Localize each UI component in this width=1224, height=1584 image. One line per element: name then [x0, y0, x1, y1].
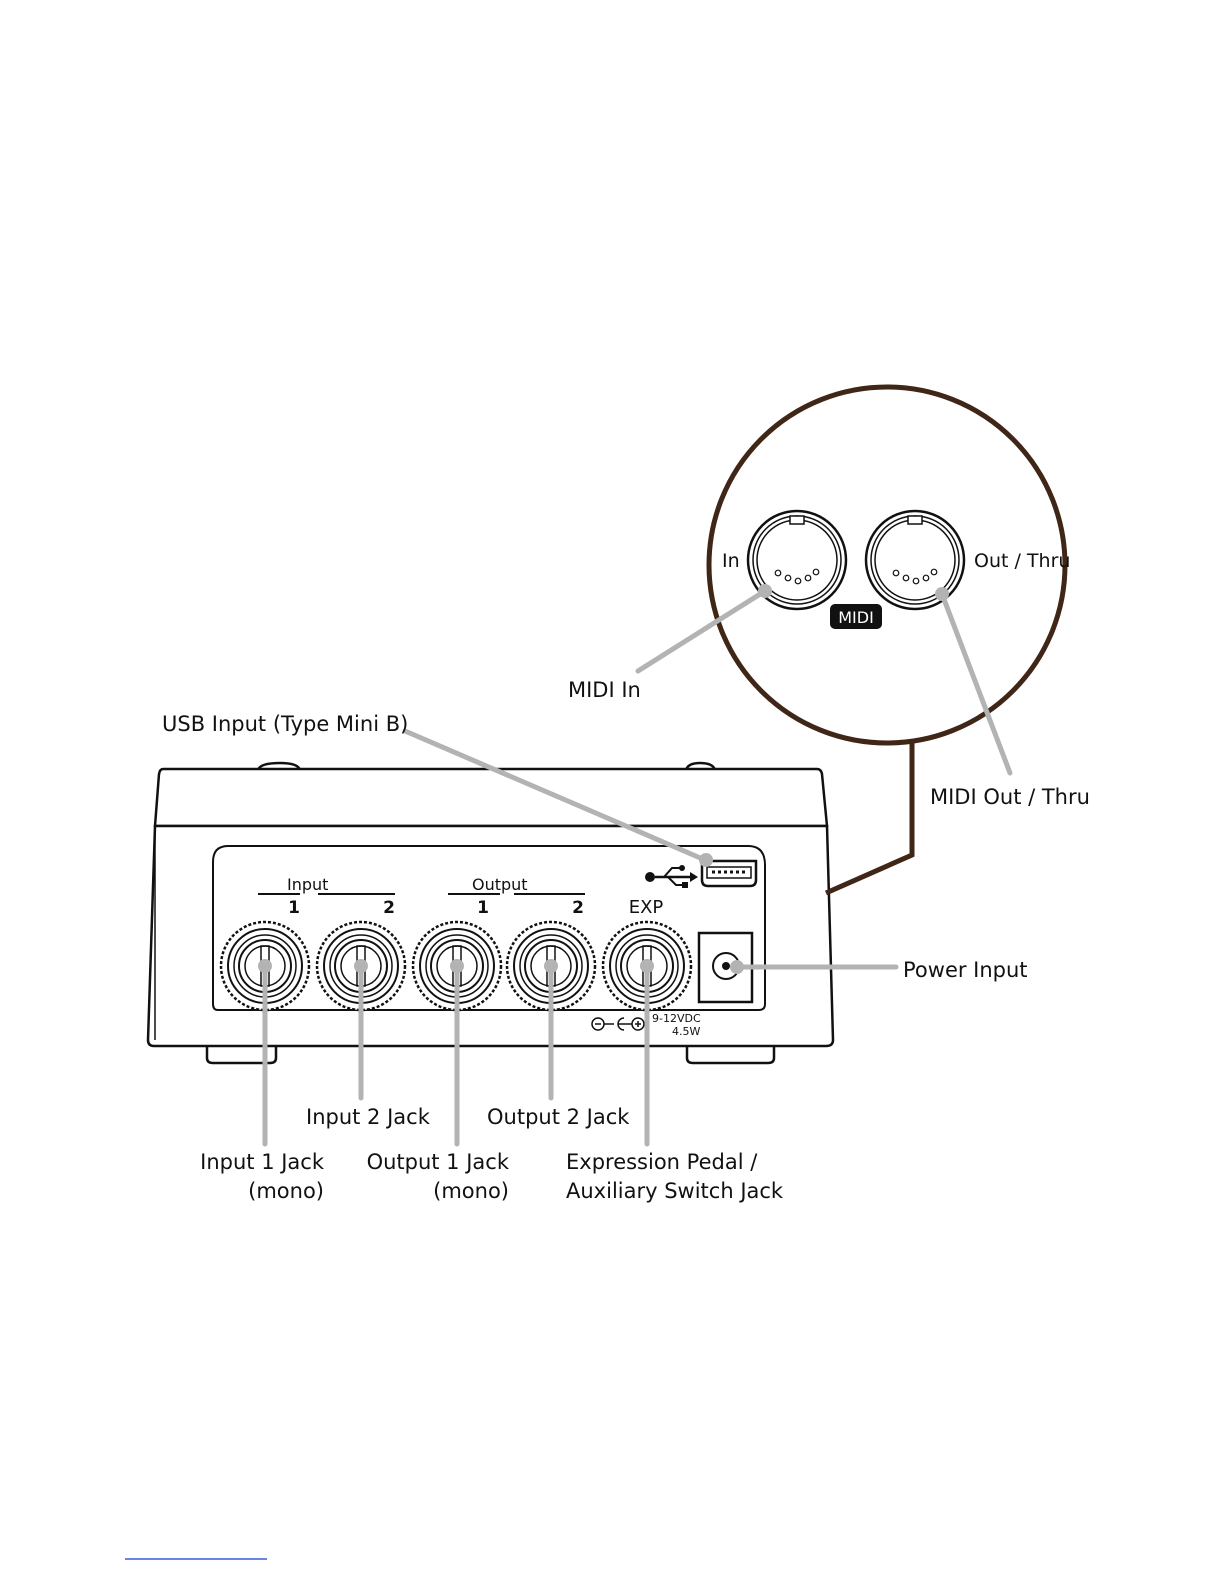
output-2-callout: Output 2 Jack	[487, 1105, 630, 1129]
midi-badge-label: MIDI	[838, 608, 874, 627]
midi-out-callout: MIDI Out / Thru	[930, 785, 1090, 809]
exp-label: EXP	[629, 897, 664, 918]
output-1-callout-sub: (mono)	[433, 1179, 509, 1203]
input-1-callout: Input 1 Jack	[200, 1150, 325, 1174]
power-spec-wattage: 4.5W	[672, 1025, 700, 1038]
power-spec-voltage: 9-12VDC	[652, 1012, 701, 1025]
input-2-callout: Input 2 Jack	[306, 1105, 431, 1129]
midi-out-connector	[866, 511, 964, 609]
input-1-callout-sub: (mono)	[248, 1179, 324, 1203]
device-body	[148, 763, 833, 1063]
input-ch2-label: 2	[383, 898, 395, 918]
output-ch1-label: 1	[477, 898, 489, 918]
output-header-label: Output	[472, 875, 528, 894]
output-ch2-label: 2	[572, 898, 584, 918]
input-ch1-label: 1	[288, 898, 300, 918]
midi-out-port-label: Out / Thru	[974, 550, 1070, 572]
power-input-callout: Power Input	[903, 958, 1028, 982]
midi-in-leader	[638, 591, 765, 671]
midi-out-leader	[942, 594, 1010, 773]
midi-in-port-label: In	[722, 550, 740, 572]
exp-callout: Expression Pedal /	[566, 1150, 758, 1174]
usb-callout: USB Input (Type Mini B)	[162, 712, 408, 736]
midi-in-callout: MIDI In	[568, 678, 641, 702]
exp-callout-sub: Auxiliary Switch Jack	[566, 1179, 784, 1203]
input-header-label: Input	[287, 875, 328, 894]
output-1-callout: Output 1 Jack	[367, 1150, 510, 1174]
midi-din-connector-icon	[748, 511, 964, 609]
